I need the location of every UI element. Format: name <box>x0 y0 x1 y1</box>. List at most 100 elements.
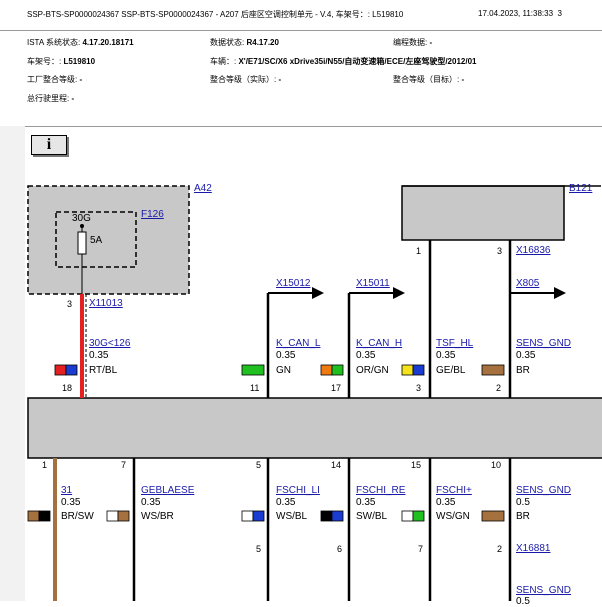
integration-level-actual: 整合等级（实际）: - <box>210 75 282 84</box>
data-status: 数据状态: R4.17.20 <box>210 38 279 47</box>
wire-sens-gnd-top-color: BR <box>516 365 530 376</box>
swatch-br-b3 <box>481 510 505 522</box>
x15011-link[interactable]: X15011 <box>356 278 390 289</box>
wire-k-can-h-size: 0.35 <box>356 350 376 361</box>
swatch-ws-b3 <box>401 510 414 522</box>
sens-gnd-lower-pin: 2 <box>497 544 503 554</box>
wire-sens-gnd-top-pin: 2 <box>496 383 502 393</box>
total-mileage: 总行驶里程: - <box>27 94 75 103</box>
swatch-bl2 <box>412 364 425 376</box>
a42-link[interactable]: A42 <box>194 183 212 194</box>
x11013-link[interactable]: X11013 <box>89 298 123 309</box>
control-unit-box <box>27 397 602 459</box>
wire-k-can-l-name[interactable]: K_CAN_L <box>276 338 321 349</box>
x16836-link[interactable]: X16836 <box>516 245 551 256</box>
swatch-or <box>320 364 333 376</box>
a42-box <box>27 185 190 295</box>
wire-fschi-re-name[interactable]: FSCHI_RE <box>356 485 406 496</box>
x15012-link[interactable]: X15012 <box>276 278 311 289</box>
wire-30g-pin: 18 <box>62 383 73 393</box>
wire-sens-gnd-bottom-name[interactable]: SENS_GND <box>516 485 572 496</box>
wire-geblaese-name[interactable]: GEBLAESE <box>141 485 195 496</box>
wire-k-can-l-pin: 11 <box>250 383 260 393</box>
swatch-gn <box>241 364 265 376</box>
wire-tsf-hl-name[interactable]: TSF_HL <box>436 338 474 349</box>
fuse-rating: 5A <box>90 235 103 246</box>
swatch-bl-b <box>252 510 265 522</box>
f126-link[interactable]: F126 <box>141 209 164 220</box>
vin: 车架号：: L519810 <box>27 57 96 66</box>
a42-pin: 3 <box>67 299 73 309</box>
wire-tsf-hl-pin: 3 <box>416 383 422 393</box>
swatch-bl-b2 <box>331 510 344 522</box>
swatch-ge <box>401 364 414 376</box>
wire-sens-gnd-bottom-color: BR <box>516 511 530 522</box>
wire-geblaese-color: WS/BR <box>141 511 174 522</box>
wire-fschi-li-size: 0.35 <box>276 497 296 508</box>
wire-k-can-h-color: OR/GN <box>356 365 389 376</box>
report-title: SSP-BTS-SP0000024367 SSP-BTS-SP000002436… <box>27 10 404 19</box>
wire-fschi-li-name[interactable]: FSCHI_LI <box>276 485 320 496</box>
fschi-plus-lower-pin: 7 <box>418 544 424 554</box>
page-number: 3 <box>557 9 562 18</box>
fuse-element <box>77 231 87 255</box>
swatch-ws-b <box>106 510 119 522</box>
fschi-re-lower-pin: 6 <box>337 544 343 554</box>
wire-geblaese-pin: 7 <box>121 460 127 470</box>
wire-fschi-plus-pin: 15 <box>411 460 422 470</box>
swatch-br-b2 <box>117 510 130 522</box>
wire-geblaese-size: 0.35 <box>141 497 161 508</box>
swatch-ws-b2 <box>241 510 254 522</box>
swatch-gn-b <box>412 510 425 522</box>
wire-sens-gnd-top-size: 0.35 <box>516 350 536 361</box>
x16881-link[interactable]: X16881 <box>516 543 551 554</box>
f126-box <box>55 211 137 268</box>
datetime-value: 17.04.2023, 11:38:33 <box>478 9 554 18</box>
info-button[interactable]: i <box>31 135 67 155</box>
integration-level-target: 整合等级（目标）: - <box>393 75 465 84</box>
header-rule-bottom <box>0 126 602 127</box>
wire-30g-size: 0.35 <box>89 350 109 361</box>
wire-fschi-re-color: SW/BL <box>356 511 388 522</box>
wire-sens-gnd-bottom-size: 0.5 <box>516 497 530 508</box>
swatch-bl <box>65 364 78 376</box>
b121-box <box>401 185 565 241</box>
x805-link[interactable]: X805 <box>516 278 540 289</box>
wire-31-color: BR/SW <box>61 511 94 522</box>
wire-31-size: 0.35 <box>61 497 81 508</box>
wire-k-can-h-pin: 17 <box>331 383 342 393</box>
header-rule-top <box>0 30 602 31</box>
report-datetime: 17.04.2023, 11:38:33 3 <box>478 9 562 18</box>
swatch-rt <box>54 364 67 376</box>
wire-30g-name[interactable]: 30G<126 <box>89 338 131 349</box>
fuse-top-label: 30G <box>72 213 91 224</box>
x15012-arrow <box>312 287 324 299</box>
swatch-gn2 <box>331 364 344 376</box>
x15011-arrow <box>393 287 405 299</box>
wire-fschi-re-pin: 14 <box>331 460 342 470</box>
programming-data: 编程数据: - <box>393 38 433 47</box>
wire-k-can-h-name[interactable]: K_CAN_H <box>356 338 403 349</box>
wire-31-pin: 1 <box>42 460 48 470</box>
wire-fschi-li-pin: 5 <box>256 460 262 470</box>
fuse-node <box>80 224 84 228</box>
swatch-br <box>481 364 505 376</box>
wire-fschi-plus-name[interactable]: FSCHI+ <box>436 485 472 496</box>
swatch-sw-b <box>38 510 51 522</box>
wire-k-can-l-size: 0.35 <box>276 350 296 361</box>
vehicle: 车辆：: X'/E71/SC/X6 xDrive35i/N55/自动变速箱/EC… <box>210 57 477 66</box>
ista-status: ISTA 系统状态: 4.17.20.18171 <box>27 38 134 47</box>
wire-sens-gnd-top-name[interactable]: SENS_GND <box>516 338 572 349</box>
wire-fschi-re-size: 0.35 <box>356 497 376 508</box>
wire-31-name[interactable]: 31 <box>61 485 73 496</box>
b121-pin-1: 1 <box>416 246 422 256</box>
wire-sens-gnd-bottom-pin: 10 <box>491 460 502 470</box>
swatch-sw-b2 <box>320 510 333 522</box>
sens-gnd-continued-name[interactable]: SENS_GND <box>516 585 572 596</box>
swatch-br-b <box>27 510 40 522</box>
wire-30g-color: RT/BL <box>89 365 118 376</box>
b121-pin-3: 3 <box>497 246 503 256</box>
x805-arrow <box>554 287 566 299</box>
b121-link[interactable]: B121 <box>569 183 593 194</box>
